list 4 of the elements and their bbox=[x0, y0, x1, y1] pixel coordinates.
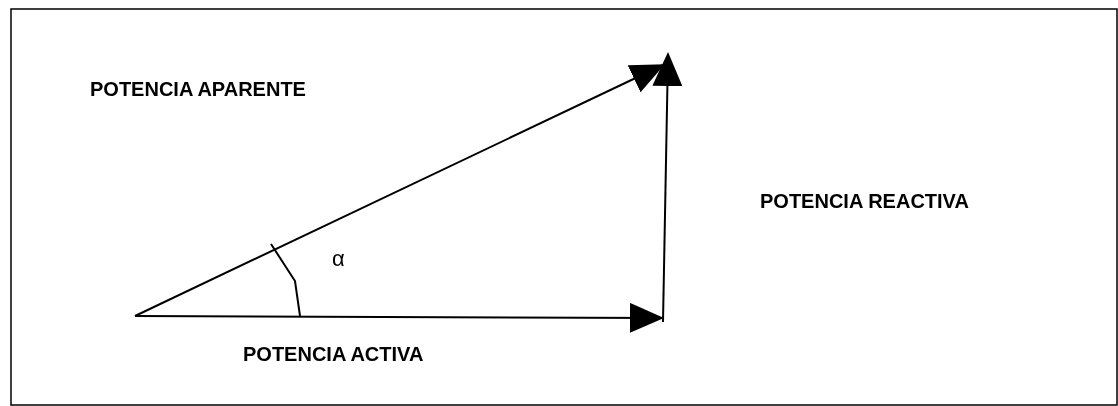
angle-symbol: α bbox=[332, 246, 345, 272]
power-label: POTENCIA REACTIVA bbox=[760, 190, 969, 213]
power-label: POTENCIA APARENTE bbox=[90, 78, 306, 101]
power-label: POTENCIA ACTIVA bbox=[243, 343, 424, 366]
